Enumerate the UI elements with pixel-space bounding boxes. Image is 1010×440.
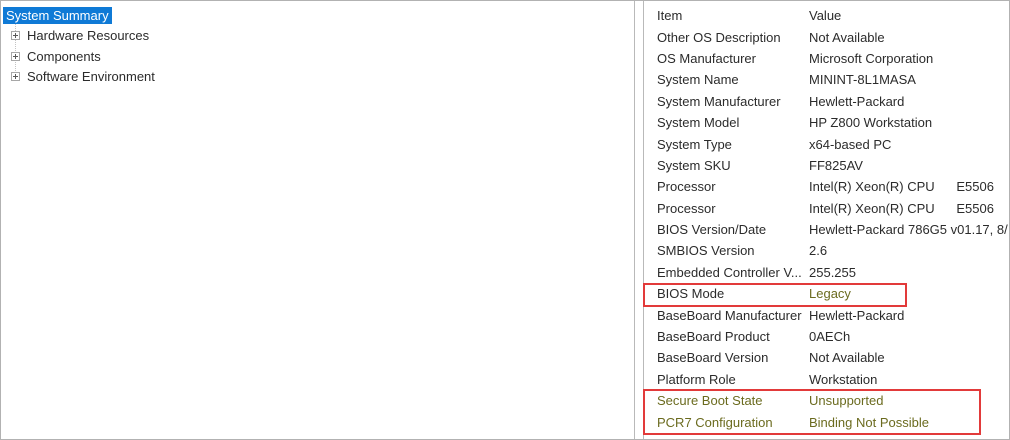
table-row-system-sku[interactable]: System SKU FF825AV — [657, 155, 1009, 176]
table-row-secure-boot-state[interactable]: Secure Boot State Unsupported — [657, 390, 1009, 411]
value-cell: Not Available — [809, 29, 885, 45]
value-cell: FF825AV — [809, 157, 863, 173]
item-cell: BaseBoard Product — [657, 329, 770, 345]
item-cell: OS Manufacturer — [657, 50, 756, 66]
tree-guide-line — [15, 21, 16, 81]
table-row-pcr7-configuration[interactable]: PCR7 Configuration Binding Not Possible — [657, 411, 1009, 432]
value-cell: Intel(R) Xeon(R) CPU E5506 — [809, 179, 994, 195]
table-row-system-model[interactable]: System Model HP Z800 Workstation — [657, 112, 1009, 133]
item-cell: System Manufacturer — [657, 93, 781, 109]
value-cell: HP Z800 Workstation — [809, 115, 933, 131]
column-header-value: Value — [809, 8, 842, 24]
value-cell: Workstation — [809, 371, 878, 387]
item-cell: SMBIOS Version — [657, 243, 755, 259]
details-pane: Item Value Other OS Description Not Avai… — [643, 1, 1009, 439]
item-cell: BIOS Mode — [657, 286, 725, 302]
item-cell: Processor — [657, 179, 716, 195]
item-cell: System Model — [657, 115, 740, 131]
tree-item-hardware-resources[interactable]: Hardware Resources — [1, 26, 634, 47]
table-header-row: Item Value — [657, 5, 1009, 26]
table-row-system-name[interactable]: System Name MININT-8L1MASA — [657, 69, 1009, 90]
value-cell: x64-based PC — [809, 136, 892, 152]
table-row-embedded-controller-version[interactable]: Embedded Controller V... 255.255 — [657, 262, 1009, 283]
table-row-baseboard-version[interactable]: BaseBoard Version Not Available — [657, 347, 1009, 368]
value-cell: 255.255 — [809, 264, 856, 280]
tree-item-label: Software Environment — [27, 69, 155, 85]
item-cell: System SKU — [657, 157, 731, 173]
table-row-smbios-version[interactable]: SMBIOS Version 2.6 — [657, 240, 1009, 261]
table-row-baseboard-product[interactable]: BaseBoard Product 0AECh — [657, 326, 1009, 347]
item-cell: Processor — [657, 200, 716, 216]
table-row-other-os-description[interactable]: Other OS Description Not Available — [657, 26, 1009, 47]
value-cell: Hewlett-Packard 786G5 v01.17, 8/ — [809, 222, 1008, 238]
tree-item-label: System Summary — [3, 6, 112, 24]
value-cell: Unsupported — [809, 393, 884, 409]
tree-item-label: Components — [27, 48, 101, 64]
item-cell: System Type — [657, 136, 732, 152]
table-row-system-manufacturer[interactable]: System Manufacturer Hewlett-Packard — [657, 91, 1009, 112]
item-cell: BaseBoard Manufacturer — [657, 307, 802, 323]
value-cell: MININT-8L1MASA — [809, 72, 916, 88]
item-cell: Other OS Description — [657, 29, 781, 45]
table-row-processor-2[interactable]: Processor Intel(R) Xeon(R) CPU E5506 — [657, 198, 1009, 219]
table-row-baseboard-manufacturer[interactable]: BaseBoard Manufacturer Hewlett-Packard — [657, 304, 1009, 325]
item-cell: Embedded Controller V... — [657, 264, 802, 280]
tree-item-label: Hardware Resources — [27, 28, 150, 44]
expand-plus-icon[interactable] — [11, 31, 20, 41]
item-cell: System Name — [657, 72, 739, 88]
category-tree-pane: System Summary Hardware Resources Compon… — [1, 1, 635, 439]
item-cell: BIOS Version/Date — [657, 222, 767, 238]
value-cell: Legacy — [809, 286, 851, 302]
value-cell: Not Available — [809, 350, 885, 366]
tree-item-components[interactable]: Components — [1, 46, 634, 67]
value-cell: Binding Not Possible — [809, 414, 929, 430]
table-row-os-manufacturer[interactable]: OS Manufacturer Microsoft Corporation — [657, 48, 1009, 69]
tree-item-software-environment[interactable]: Software Environment — [1, 67, 634, 88]
item-cell: Secure Boot State — [657, 393, 763, 409]
value-cell: 0AECh — [809, 329, 851, 345]
value-cell: Intel(R) Xeon(R) CPU E5506 — [809, 200, 994, 216]
table-row-system-type[interactable]: System Type x64-based PC — [657, 133, 1009, 154]
value-cell: Hewlett-Packard — [809, 307, 905, 323]
expand-plus-icon[interactable] — [11, 72, 20, 82]
value-cell: Hewlett-Packard — [809, 93, 905, 109]
table-row-bios-mode[interactable]: BIOS Mode Legacy — [657, 283, 1009, 304]
item-cell: PCR7 Configuration — [657, 414, 773, 430]
table-row-bios-version-date[interactable]: BIOS Version/Date Hewlett-Packard 786G5 … — [657, 219, 1009, 240]
item-cell: BaseBoard Version — [657, 350, 769, 366]
table-row-platform-role[interactable]: Platform Role Workstation — [657, 369, 1009, 390]
value-cell: Microsoft Corporation — [809, 50, 934, 66]
column-header-item: Item — [657, 8, 683, 24]
expand-plus-icon[interactable] — [11, 51, 20, 61]
table-row-processor-1[interactable]: Processor Intel(R) Xeon(R) CPU E5506 — [657, 176, 1009, 197]
pane-splitter[interactable] — [635, 1, 643, 439]
item-cell: Platform Role — [657, 371, 736, 387]
tree-item-system-summary[interactable]: System Summary — [1, 5, 634, 26]
value-cell: 2.6 — [809, 243, 828, 259]
